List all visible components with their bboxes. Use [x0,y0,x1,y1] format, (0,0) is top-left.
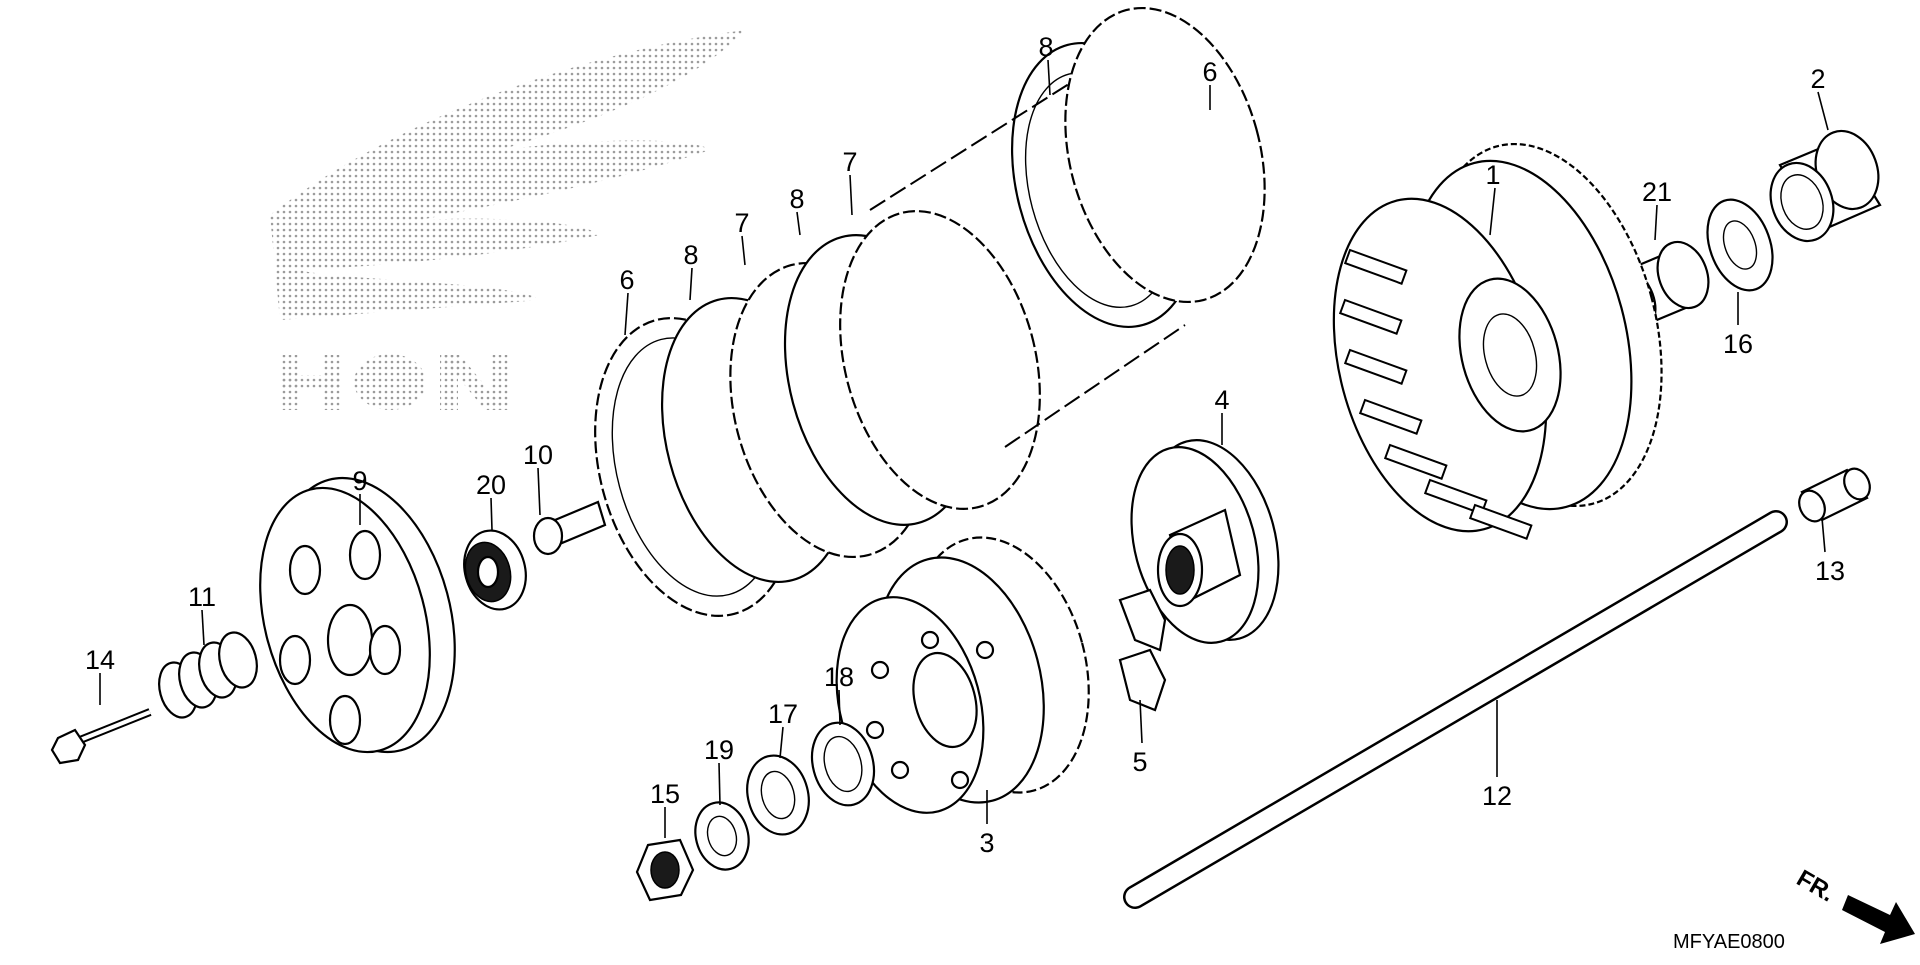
washer-16 [1706,198,1774,292]
direction-label: FR. [1792,865,1839,908]
push-rod-12 [1123,510,1788,909]
clutch-plate-stack [594,6,1266,617]
friction-disc-7b [839,210,1041,510]
callout-16: 16 [1723,329,1753,359]
callout-12: 12 [1482,781,1512,811]
callout-7b: 7 [842,147,857,177]
callout-8a: 8 [683,240,698,270]
callout-21: 21 [1642,177,1672,207]
callout-1: 1 [1485,160,1500,190]
direction-arrow-icon [1842,895,1915,944]
callout-5: 5 [1132,747,1147,777]
leader-lines [99,59,1829,838]
ball-bearing-20 [463,529,527,611]
callout-14: 14 [85,645,115,675]
honda-wordmark-watermark [280,354,508,410]
lifter-pieces-5 [1118,588,1167,712]
collar-2 [1769,129,1882,243]
lifter-plate-9 [259,476,456,754]
callout-18: 18 [824,662,854,692]
diagram-code: MFYAE0800 [1673,931,1785,953]
bolt-14 [50,708,152,765]
callout-10: 10 [523,440,553,470]
callout-6a: 6 [619,265,634,295]
callout-19: 19 [704,735,734,765]
callout-9: 9 [352,466,367,496]
callout-labels: 1 2 3 4 5 6 6 7 7 8 8 8 9 10 11 12 13 14… [85,32,1845,858]
bushing-13 [1798,467,1871,523]
front-direction-indicator: FR. [1792,865,1915,944]
clutch-center-3 [835,536,1090,814]
callout-6b: 6 [1202,57,1217,87]
washer-19 [694,801,750,871]
honda-wing-watermark [270,30,745,410]
pressure-plate-4 [1130,439,1280,644]
callout-17: 17 [768,699,798,729]
callout-8b: 8 [789,184,804,214]
washer-18 [810,721,876,807]
callout-7a: 7 [734,208,749,238]
spring-11 [158,631,258,719]
spring-washer-17 [746,754,810,836]
callout-3: 3 [979,828,994,858]
lock-nut-15 [635,838,695,902]
callout-13: 13 [1815,556,1845,586]
callout-4: 4 [1214,385,1229,415]
bolt-10 [532,500,607,556]
callout-15: 15 [650,779,680,809]
callout-8c: 8 [1038,32,1053,62]
callout-2: 2 [1810,64,1825,94]
callout-20: 20 [476,470,506,500]
clutch-outer-1 [1332,142,1663,540]
friction-disc-6b [1064,6,1266,304]
callout-11: 11 [188,582,216,612]
